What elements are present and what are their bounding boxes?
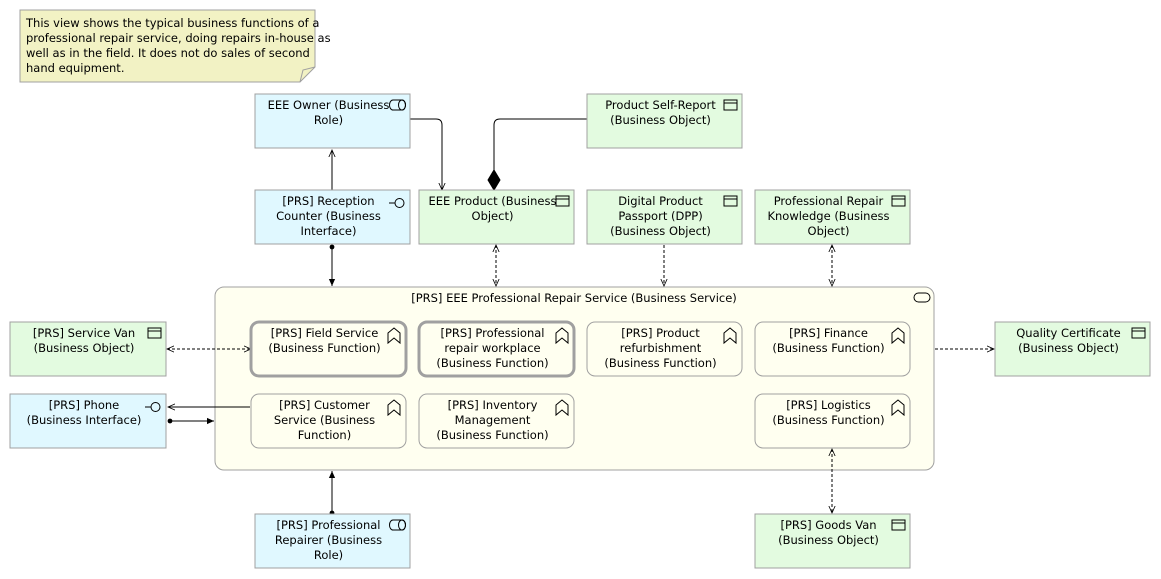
element-label: [PRS] Field Service <box>271 326 379 340</box>
element-label: Object) <box>808 224 850 238</box>
element-label: [PRS] Finance <box>789 326 868 340</box>
rel-selfreport-product <box>493 118 587 172</box>
role-icon <box>389 99 406 111</box>
note: This view shows the typical business fun… <box>19 9 331 83</box>
role-icon <box>389 519 406 531</box>
element-label: Product Self-Report <box>605 98 716 112</box>
element-label: (Business Function) <box>772 413 884 427</box>
note-line: professional repair service, doing repai… <box>26 31 331 45</box>
object-icon <box>891 195 906 207</box>
element-label: (Business Interface) <box>27 413 142 427</box>
object-icon <box>723 99 738 111</box>
element-label: Interface) <box>301 224 357 238</box>
element-field-service[interactable]: [PRS] Field Service(Business Function) <box>249 320 408 378</box>
element-label: Quality Certificate <box>1016 326 1120 340</box>
element-goods-van[interactable]: [PRS] Goods Van(Business Object) <box>754 513 911 569</box>
function-icon <box>555 399 569 417</box>
element-label: [PRS] Professional <box>441 326 545 340</box>
element-label: EEE Product (Business <box>429 194 557 208</box>
element-quality-certificate[interactable]: Quality Certificate(Business Object) <box>994 321 1151 377</box>
element-label: Digital Product <box>618 194 703 208</box>
element-label: Service (Business <box>274 413 375 427</box>
service-icon <box>913 292 931 303</box>
element-label: (Business Object) <box>1018 341 1119 355</box>
element-label: (Business Function) <box>268 341 380 355</box>
composition-diamond <box>487 169 501 191</box>
object-icon <box>723 195 738 207</box>
element-label: (Business Object) <box>610 113 711 127</box>
element-label: (Business Function) <box>772 341 884 355</box>
note-line: This view shows the typical business fun… <box>25 16 319 30</box>
function-icon <box>387 327 401 345</box>
function-icon <box>891 399 905 417</box>
function-icon <box>891 327 905 345</box>
interface-icon <box>145 402 161 412</box>
element-label: Professional Repair <box>774 194 884 208</box>
element-label: Counter (Business <box>276 209 381 223</box>
function-icon <box>555 327 569 345</box>
element-label: Repairer (Business <box>275 533 382 547</box>
element-service-van[interactable]: [PRS] Service Van(Business Object) <box>9 321 167 377</box>
element-label: [PRS] Professional <box>277 518 381 532</box>
object-icon <box>147 327 162 339</box>
element-label: Function) <box>298 428 351 442</box>
element-label: (Business Function) <box>604 356 716 370</box>
element-label: Passport (DPP) <box>618 209 702 223</box>
element-label: [PRS] Goods Van <box>780 518 876 532</box>
element-label: [PRS] Customer <box>279 398 370 412</box>
element-label: Object) <box>472 209 514 223</box>
object-icon <box>555 195 570 207</box>
element-label: (Business Object) <box>610 224 711 238</box>
element-label: Role) <box>314 113 343 127</box>
element-label: (Business Object) <box>778 533 879 547</box>
element-phone[interactable]: [PRS] Phone(Business Interface) <box>9 393 167 449</box>
service-label: [PRS] EEE Professional Repair Service (B… <box>411 291 737 305</box>
interface-icon <box>389 198 405 208</box>
rel-owner-product <box>410 118 442 190</box>
element-label: [PRS] Logistics <box>786 398 871 412</box>
element-label: Management <box>455 413 531 427</box>
element-product-self-report[interactable]: Product Self-Report(Business Object) <box>586 93 743 149</box>
element-logistics[interactable]: [PRS] Logistics(Business Function) <box>754 393 911 449</box>
note-line: hand equipment. <box>26 61 124 75</box>
element-label: [PRS] Phone <box>49 398 119 412</box>
object-icon <box>891 519 906 531</box>
element-label: [PRS] Reception <box>282 194 374 208</box>
element-label: (Business Function) <box>436 356 548 370</box>
element-label: [PRS] Inventory <box>448 398 538 412</box>
note-line: well as in the field. It does not do sal… <box>26 46 310 60</box>
element-label: Role) <box>314 548 343 562</box>
element-finance[interactable]: [PRS] Finance(Business Function) <box>754 321 911 377</box>
element-label: [PRS] Product <box>621 326 700 340</box>
element-label: repair workplace <box>444 341 540 355</box>
object-icon <box>1131 327 1146 339</box>
element-label: Knowledge (Business <box>767 209 889 223</box>
element-label: refurbishment <box>620 341 702 355</box>
element-label: (Business Object) <box>34 341 135 355</box>
element-label: EEE Owner (Business <box>268 98 390 112</box>
element-label: (Business Function) <box>436 428 548 442</box>
function-icon <box>387 399 401 417</box>
function-icon <box>723 327 737 345</box>
element-label: [PRS] Service Van <box>33 326 135 340</box>
